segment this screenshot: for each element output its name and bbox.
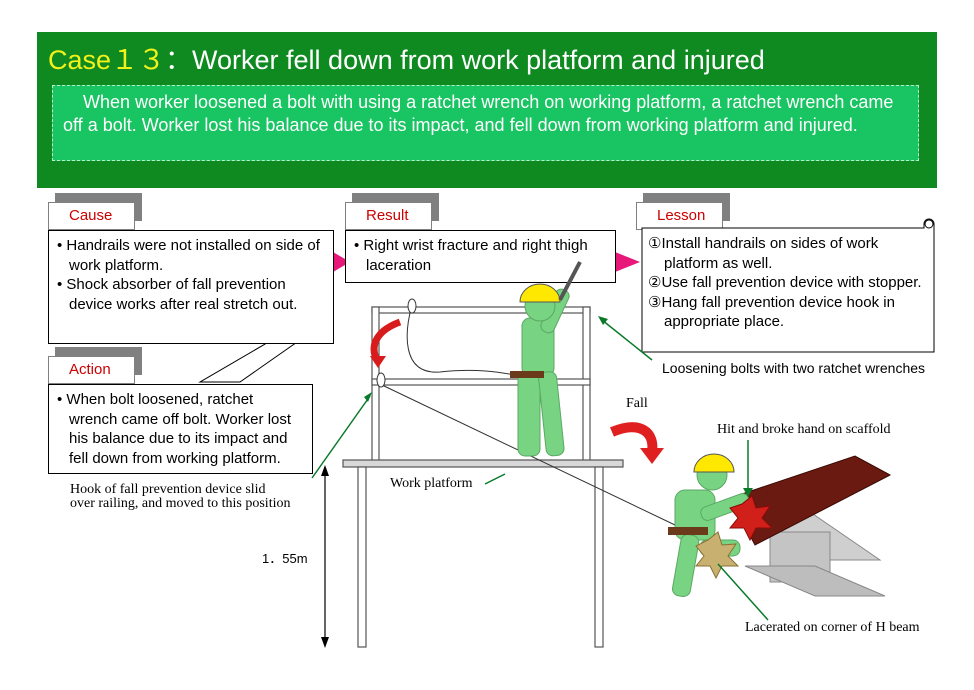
safety-belt bbox=[510, 371, 544, 378]
lesson-item: ②Use fall prevention device with stopper… bbox=[648, 274, 922, 291]
action-box: • When bolt loosened, ratchet wrench cam… bbox=[48, 384, 313, 474]
hook-slid-icon bbox=[376, 372, 386, 388]
hit-label: Hit and broke hand on scaffold bbox=[717, 422, 891, 437]
work-platform-label: Work platform bbox=[390, 476, 473, 491]
helmet-icon bbox=[519, 283, 561, 303]
fall-label: Fall bbox=[626, 396, 648, 411]
h-beam bbox=[729, 455, 892, 597]
platform-pointer-arrow bbox=[484, 473, 506, 485]
impact-thigh-icon bbox=[694, 531, 740, 580]
lesson-tab: Lesson bbox=[636, 202, 723, 230]
cause-item: • Shock absorber of fall prevention devi… bbox=[57, 276, 298, 313]
fallen-safety-belt bbox=[668, 527, 708, 535]
lesson-item: ③Hang fall prevention device hook in app… bbox=[648, 293, 895, 331]
result-tab: Result bbox=[345, 202, 432, 230]
scaffold-frame bbox=[342, 306, 624, 648]
ratchet-wrench-icon bbox=[558, 261, 582, 301]
result-item: • Right wrist fracture and right thigh l… bbox=[354, 237, 588, 274]
fall-arrow-icon bbox=[610, 422, 658, 453]
page-title: Case１３：Worker fell down from work platfo… bbox=[48, 38, 765, 77]
lacerated-pointer-arrow bbox=[717, 563, 769, 621]
cause-to-result-arrow bbox=[333, 252, 350, 272]
hook-pointer-arrow bbox=[311, 395, 371, 479]
height-label: 1．55m bbox=[262, 551, 308, 566]
action-item: • When bolt loosened, ratchet wrench cam… bbox=[57, 391, 292, 467]
summary-box: When worker loosened a bolt with using a… bbox=[52, 85, 919, 161]
result-to-lesson-arrow bbox=[615, 252, 640, 272]
loosening-label: Loosening bolts with two ratchet wrenche… bbox=[662, 360, 926, 376]
action-tab: Action bbox=[48, 356, 135, 384]
loosening-pointer-arrow bbox=[601, 319, 653, 361]
hook-top-icon bbox=[407, 298, 417, 314]
cause-tab: Cause bbox=[48, 202, 135, 230]
title-text: ：Worker fell down from work platform and… bbox=[165, 45, 765, 75]
lesson-box: ①Install handrails on sides of work plat… bbox=[648, 234, 928, 332]
cause-box: • Handrails were not installed on side o… bbox=[48, 230, 334, 344]
case-label: Case１３ bbox=[48, 45, 166, 75]
lacerated-label: Lacerated on corner of H beam bbox=[745, 620, 920, 635]
impact-hand-icon bbox=[728, 495, 774, 542]
lanyard-line bbox=[406, 304, 521, 377]
summary-text: When worker loosened a bolt with using a… bbox=[63, 92, 894, 135]
lesson-scroll-shape bbox=[641, 218, 935, 353]
cause-item: • Handrails were not installed on side o… bbox=[57, 237, 320, 274]
lesson-item: ①Install handrails on sides of work plat… bbox=[648, 235, 879, 272]
result-box: • Right wrist fracture and right thigh l… bbox=[345, 230, 616, 283]
fallen-helmet-icon bbox=[693, 453, 735, 473]
